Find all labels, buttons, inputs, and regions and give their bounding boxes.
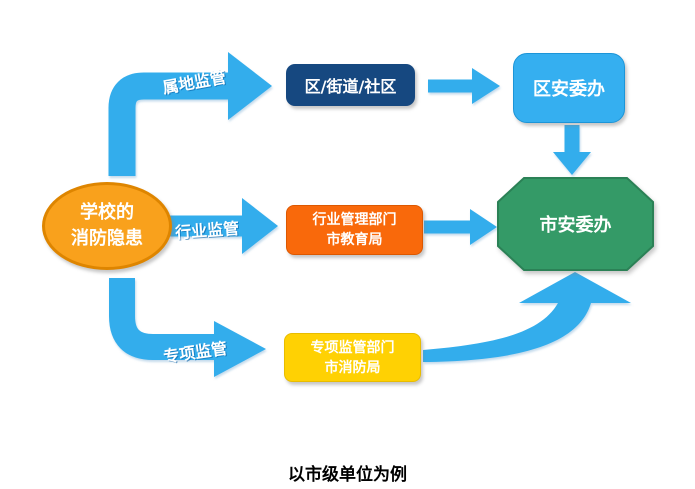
node-district-street-community-label: 区/街道/社区 (304, 77, 397, 96)
office-down-arrowhead-icon (553, 152, 591, 175)
city-safety-office-shape (497, 177, 654, 271)
arrow-label-industry: 行业监管 (174, 218, 240, 243)
source-node-line2: 消防隐患 (71, 228, 143, 249)
special-arrow-shaft (109, 278, 216, 360)
node-industry-department-line2: 市教育局 (326, 232, 383, 248)
district-to-office-arrowhead-icon (472, 68, 500, 104)
industry-to-city-arrow (424, 209, 497, 245)
special-arrow (109, 278, 266, 377)
industry-arrowhead-icon (242, 198, 278, 254)
node-special-department-line2: 市消防局 (324, 359, 381, 376)
city-safety-office-octagon (497, 177, 654, 271)
source-node: 学校的 消防隐患 (42, 182, 172, 270)
node-district-safety-office: 区安委办 (513, 53, 625, 123)
node-district-safety-office-label: 区安委办 (533, 79, 605, 100)
special-to-city-swoosh (423, 272, 631, 362)
district-to-office-arrow (428, 68, 500, 104)
node-district-street-community: 区/街道/社区 (286, 64, 415, 106)
industry-to-city-arrowhead-icon (470, 209, 497, 245)
node-special-department: 专项监管部门 市消防局 (284, 333, 421, 382)
special-to-city-arrow (423, 272, 631, 362)
node-city-safety-office-label: 市安委办 (539, 215, 612, 236)
diagram-caption: 以市级单位为例 (288, 465, 407, 485)
node-industry-department-line1: 行业管理部门 (312, 212, 397, 228)
industry-arrow (170, 198, 278, 254)
office-down-arrow (553, 125, 591, 175)
special-arrowhead-icon (214, 321, 266, 377)
territorial-arrow (108, 52, 272, 176)
node-industry-department: 行业管理部门 市教育局 (286, 205, 423, 255)
source-node-line1: 学校的 (80, 202, 134, 223)
territorial-arrowhead-icon (228, 52, 272, 120)
territorial-arrow-shaft (108, 72, 231, 176)
node-special-department-line1: 专项监管部门 (310, 339, 395, 356)
